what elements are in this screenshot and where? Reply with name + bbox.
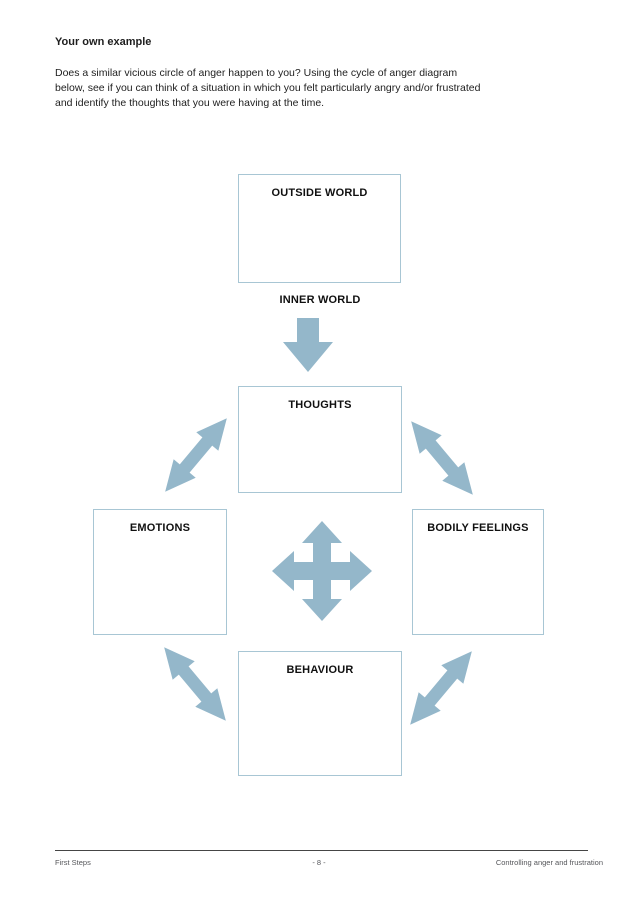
- box-bodily-feelings: BODILY FEELINGS: [412, 509, 544, 635]
- box-thoughts: THOUGHTS: [238, 386, 402, 493]
- box-outside-world-label: OUTSIDE WORLD: [271, 187, 368, 199]
- page-heading: Your own example: [55, 36, 152, 48]
- box-behaviour-label: BEHAVIOUR: [286, 664, 354, 676]
- intro-paragraph: Does a similar vicious circle of anger h…: [55, 67, 481, 109]
- inner-world-label: INNER WORLD: [279, 294, 361, 306]
- footer-booklet-title: First Steps: [55, 858, 91, 867]
- box-thoughts-label: THOUGHTS: [288, 399, 352, 411]
- box-emotions-label: EMOTIONS: [129, 522, 191, 534]
- double-arrow-thoughts-bodily-feelings-icon: [398, 410, 486, 505]
- box-outside-world: OUTSIDE WORLD: [238, 174, 401, 283]
- footer-section-title: Controlling anger and frustration: [495, 858, 603, 867]
- double-arrow-emotions-behaviour-icon: [151, 636, 239, 731]
- double-arrow-behaviour-bodily-feelings-icon: [397, 640, 485, 735]
- box-bodily-feelings-label: BODILY FEELINGS: [427, 522, 529, 534]
- footer-divider: [55, 850, 588, 851]
- down-arrow-icon: [283, 318, 333, 372]
- four-way-arrow-icon: [272, 521, 372, 621]
- footer-page-number: - 8 -: [312, 858, 326, 867]
- box-emotions: EMOTIONS: [93, 509, 227, 635]
- box-behaviour: BEHAVIOUR: [238, 651, 402, 776]
- double-arrow-thoughts-emotions-icon: [152, 407, 240, 502]
